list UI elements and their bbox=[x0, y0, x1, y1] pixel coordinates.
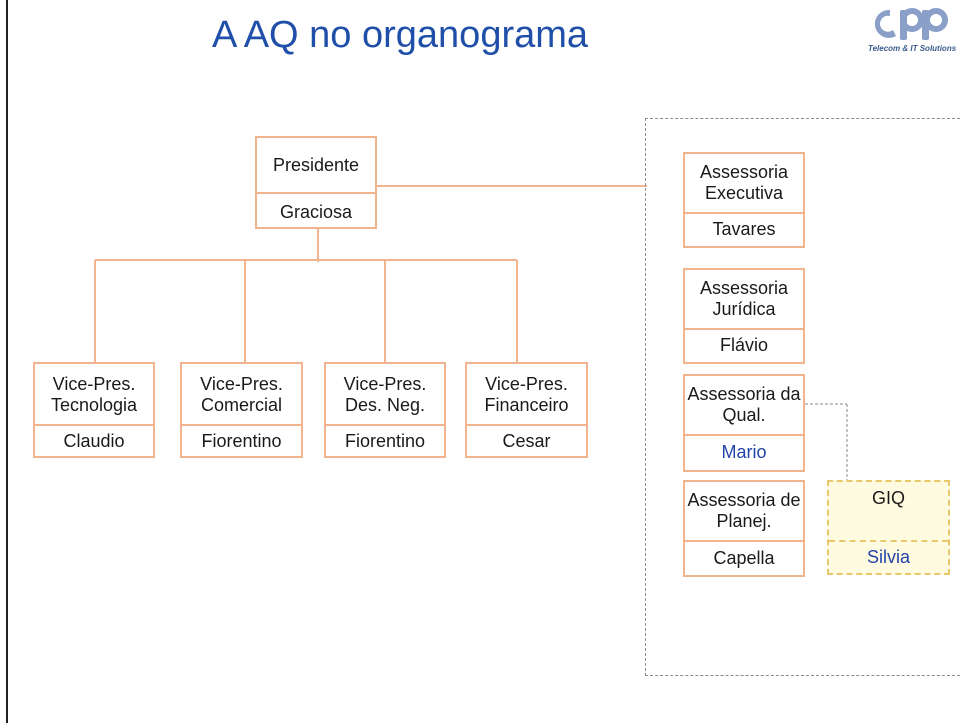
company-logo bbox=[874, 8, 948, 40]
box-divider bbox=[257, 192, 375, 194]
box-divider bbox=[685, 434, 803, 436]
box-divider bbox=[685, 212, 803, 214]
advisory-role: Assessoria de Planej. bbox=[687, 490, 801, 531]
advisory-role: Assessoria da Qual. bbox=[687, 384, 801, 425]
vp-name: Claudio bbox=[63, 430, 125, 451]
vp-name: Fiorentino bbox=[344, 430, 426, 451]
assessoria-juridica-box: Assessoria Jurídica Flávio bbox=[683, 268, 805, 364]
advisory-name: Capella bbox=[713, 547, 775, 568]
box-divider bbox=[829, 540, 948, 542]
advisory-name: Tavares bbox=[712, 218, 776, 239]
box-divider bbox=[685, 328, 803, 330]
giq-name: Silvia bbox=[866, 546, 910, 567]
president-box: Presidente Graciosa bbox=[255, 136, 377, 229]
slide-left-border bbox=[0, 0, 8, 723]
box-divider bbox=[182, 424, 301, 426]
vp-des-neg-box: Vice-Pres. Des. Neg. Fiorentino bbox=[324, 362, 446, 458]
vp-financeiro-box: Vice-Pres. Financeiro Cesar bbox=[465, 362, 588, 458]
assessoria-executiva-box: Assessoria Executiva Tavares bbox=[683, 152, 805, 248]
vp-role: Vice-Pres. Tecnologia bbox=[50, 374, 138, 415]
advisory-role: Assessoria Executiva bbox=[699, 162, 789, 203]
vp-name: Fiorentino bbox=[201, 430, 282, 451]
advisory-role: Assessoria Jurídica bbox=[699, 278, 789, 319]
advisory-name: Mario bbox=[721, 441, 767, 462]
vp-role: Vice-Pres. Comercial bbox=[200, 374, 283, 415]
vp-name: Cesar bbox=[502, 430, 551, 451]
page-title: A AQ no organograma bbox=[212, 14, 589, 56]
giq-box: GIQ Silvia bbox=[827, 480, 950, 575]
box-divider bbox=[326, 424, 444, 426]
advisory-panel bbox=[645, 118, 960, 676]
assessoria-planejamento-box: Assessoria de Planej. Capella bbox=[683, 480, 805, 577]
logo-tagline: Telecom & IT Solutions bbox=[868, 44, 957, 53]
vp-comercial-box: Vice-Pres. Comercial Fiorentino bbox=[180, 362, 303, 458]
giq-role: GIQ bbox=[871, 487, 905, 508]
box-divider bbox=[685, 540, 803, 542]
box-divider bbox=[467, 424, 586, 426]
assessoria-qualidade-box: Assessoria da Qual. Mario bbox=[683, 374, 805, 472]
president-name: Graciosa bbox=[279, 201, 353, 222]
president-role: Presidente bbox=[272, 154, 360, 175]
advisory-name: Flávio bbox=[719, 334, 768, 355]
vp-tecnologia-box: Vice-Pres. Tecnologia Claudio bbox=[33, 362, 155, 458]
vp-role: Vice-Pres. Financeiro bbox=[484, 374, 569, 415]
vp-role: Vice-Pres. Des. Neg. bbox=[343, 374, 427, 415]
box-divider bbox=[35, 424, 153, 426]
